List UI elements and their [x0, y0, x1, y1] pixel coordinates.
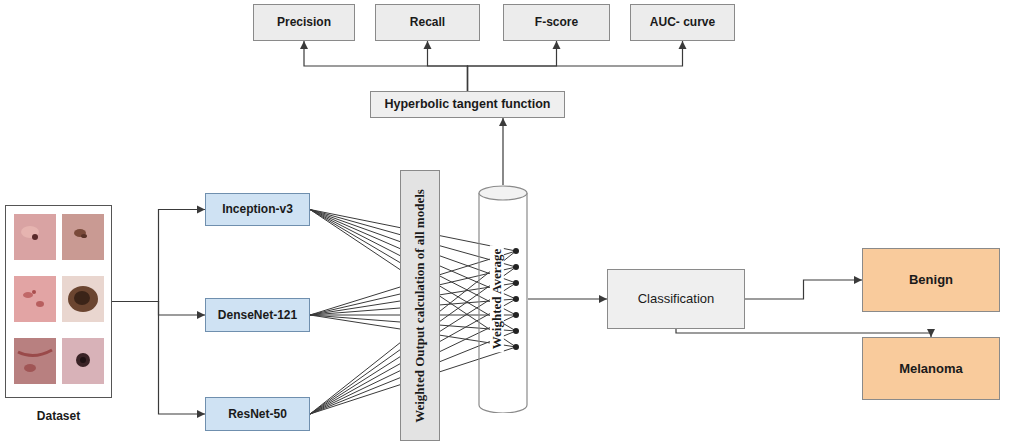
metric-box: F-score — [503, 4, 610, 41]
dataset-label: Dataset — [37, 409, 80, 423]
lesion-photo — [14, 214, 56, 260]
connector-line — [528, 298, 607, 299]
lesion-photo — [62, 276, 104, 322]
lesion-photo — [62, 214, 104, 260]
node-label: Weighted Average — [490, 246, 504, 353]
weight-dot — [513, 248, 519, 254]
node-label: Precision — [277, 15, 331, 29]
average-cylinder: Weighted Average — [478, 185, 528, 413]
connector — [112, 206, 205, 302]
lesion-photo — [14, 338, 56, 384]
connector-line — [112, 210, 205, 302]
connector — [112, 302, 205, 419]
node-label: Weighted Output calculation of all model… — [413, 189, 427, 423]
metric-box: Recall — [375, 4, 480, 41]
connector — [676, 329, 935, 337]
arrowhead — [197, 410, 205, 418]
node-label: Recall — [410, 15, 445, 29]
weight-dot — [513, 328, 519, 334]
weight-dot — [513, 296, 519, 302]
node-label: Benign — [909, 272, 953, 288]
connector — [468, 41, 687, 91]
model-box: DenseNet-121 — [205, 298, 310, 332]
arrowhead — [197, 206, 205, 214]
connector-line — [468, 41, 683, 91]
arrowhead — [599, 295, 607, 303]
arrowhead — [854, 276, 862, 284]
node-label: AUC- curve — [650, 15, 715, 29]
connector-line — [502, 118, 503, 185]
lesion-photo — [14, 276, 56, 322]
connector-line — [304, 41, 468, 91]
connector-line — [745, 280, 862, 299]
arrowhead — [300, 41, 308, 49]
connector-line — [676, 329, 931, 337]
node-label: Inception-v3 — [222, 202, 293, 216]
process-box: Classification — [607, 269, 745, 329]
weight-dot — [513, 280, 519, 286]
node-label: DenseNet-121 — [218, 308, 297, 322]
node-label: ResNet-50 — [228, 407, 287, 421]
connector — [745, 276, 862, 299]
weighting-band: Weighted Output calculation of all model… — [400, 170, 440, 441]
weight-dot — [513, 312, 519, 318]
model-box: Inception-v3 — [205, 193, 310, 226]
class-box: Benign — [862, 248, 1000, 312]
model-box: ResNet-50 — [205, 397, 310, 431]
connector — [300, 41, 468, 91]
weight-dot — [513, 344, 519, 350]
arrowhead — [424, 41, 432, 49]
cylinder-top — [479, 186, 527, 200]
arrowhead — [553, 41, 561, 49]
connector-line — [112, 302, 205, 415]
node-label: F-score — [535, 15, 578, 29]
dataset-box: Dataset — [5, 205, 112, 398]
metric-box: AUC- curve — [630, 4, 735, 41]
connector — [424, 41, 468, 91]
arrowhead — [679, 41, 687, 49]
node-label: Melanoma — [899, 361, 963, 377]
connector — [528, 295, 607, 303]
connector — [499, 118, 507, 185]
metric-box: Precision — [253, 4, 355, 41]
weight-dot — [513, 264, 519, 270]
class-box: Melanoma — [862, 337, 1000, 400]
arrowhead — [927, 329, 935, 337]
node-label: Classification — [638, 291, 715, 307]
cylinder-body — [479, 193, 527, 413]
arrowhead — [499, 118, 507, 126]
arrowhead — [197, 311, 205, 319]
lesion-photo — [62, 338, 104, 384]
connector-line — [428, 41, 468, 91]
node-label: Hyperbolic tangent function — [385, 97, 551, 112]
function-box: Hyperbolic tangent function — [370, 91, 565, 118]
